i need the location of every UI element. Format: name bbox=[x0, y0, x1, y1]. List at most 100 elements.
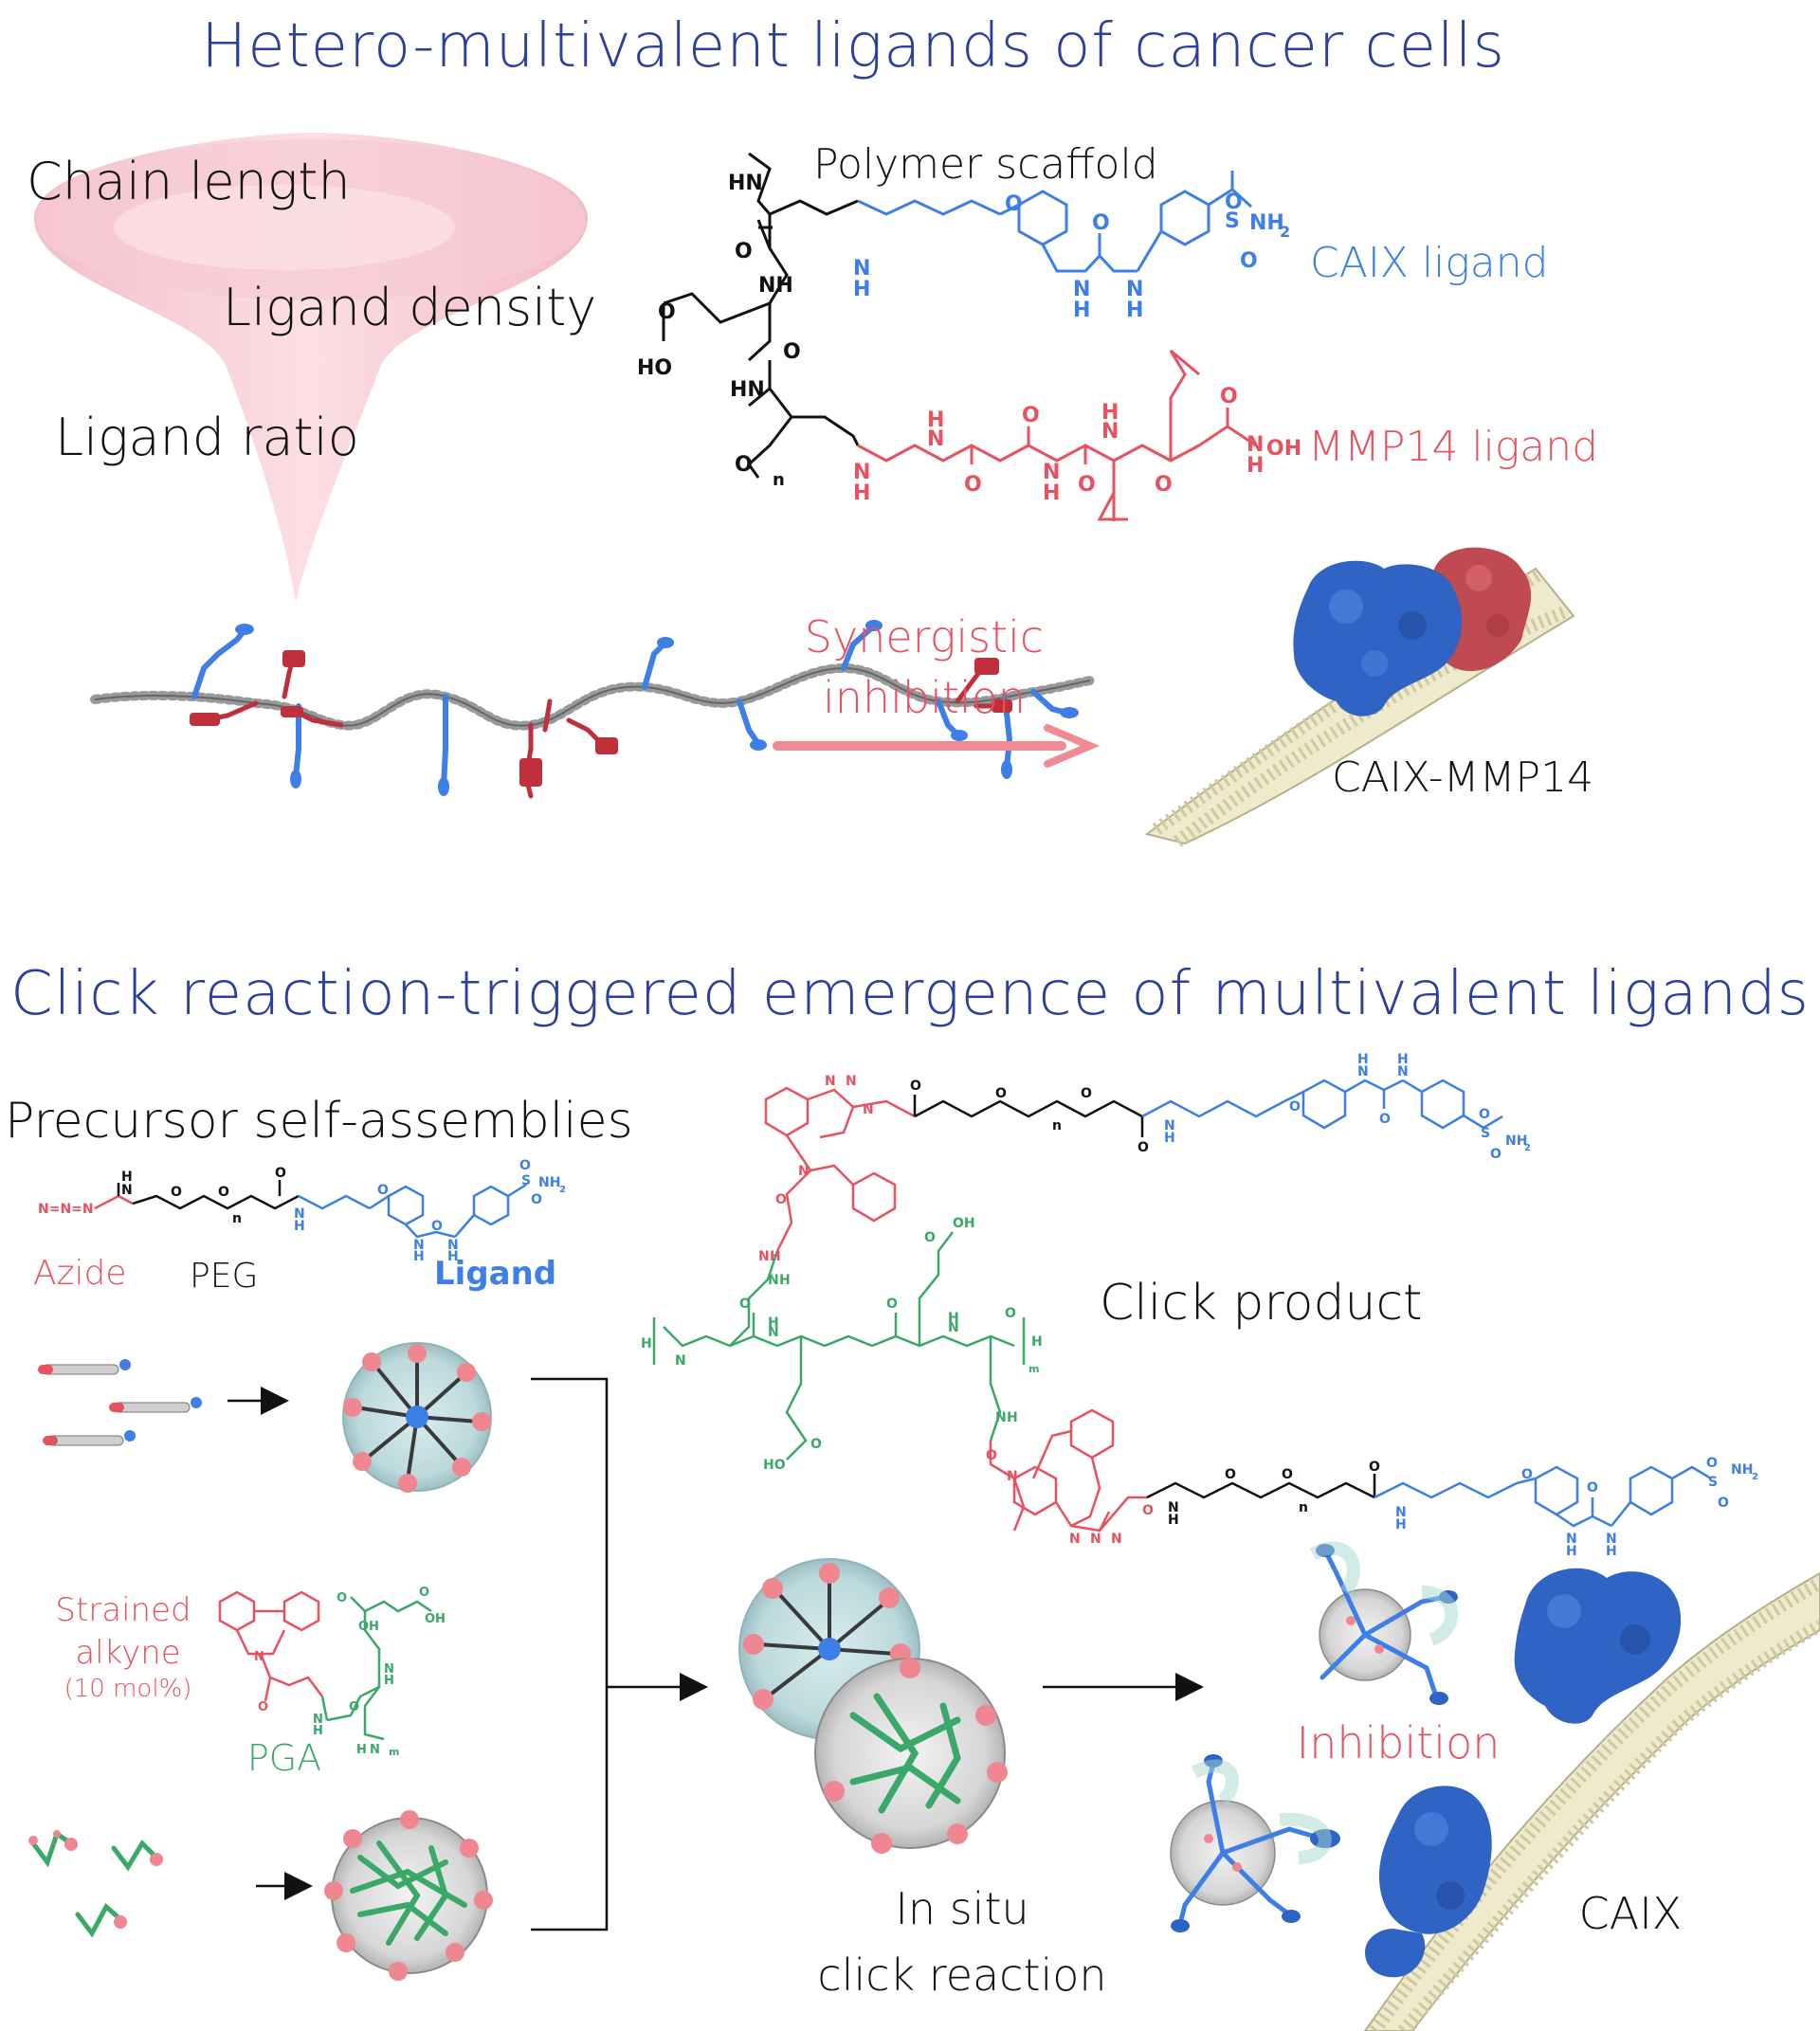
cp-atom-n4: N bbox=[798, 1164, 810, 1179]
synergy-arrow bbox=[773, 724, 1101, 768]
p1-atom-o2: O bbox=[218, 1185, 229, 1200]
cp-atom-o8: O bbox=[1479, 1107, 1490, 1122]
mmp-atom-oh: OH bbox=[1266, 437, 1301, 461]
mmp-atom-o5: O bbox=[1220, 385, 1238, 408]
cp-atom-h6: H bbox=[1164, 1131, 1175, 1146]
cp-atom-h-l: H bbox=[641, 1336, 652, 1351]
cp-atom-o6: O bbox=[1289, 1099, 1301, 1115]
cp-atom-o19: O bbox=[1369, 1460, 1380, 1475]
caix-atom-nh2-sub: 2 bbox=[1280, 223, 1290, 241]
mmp-atom-h4: H bbox=[1101, 401, 1119, 425]
p1-atom-nh2b-sub: 2 bbox=[559, 1185, 566, 1195]
cp-atom-n: n bbox=[1052, 1118, 1062, 1133]
cp-atom-h18: H bbox=[1606, 1544, 1617, 1559]
sa-atom-oh: OH bbox=[358, 1620, 379, 1634]
caix-atom-so2: O bbox=[1240, 249, 1258, 273]
cp-atom-n13: N bbox=[995, 1410, 1007, 1425]
sa-atom-n: N bbox=[254, 1650, 264, 1664]
mmp14-ligand-label: MMP14 ligand bbox=[1308, 423, 1598, 471]
atom-ho-1: HO bbox=[637, 356, 672, 380]
caix-atom-h: H bbox=[853, 278, 870, 301]
precursor-molecule bbox=[94, 1180, 527, 1239]
cp-atom-n2: N bbox=[846, 1074, 857, 1089]
p1-atom-n: n bbox=[232, 1211, 242, 1226]
cp-atom-nh2b: NH bbox=[1731, 1462, 1753, 1478]
caix-atom-nh-b: N bbox=[1126, 278, 1143, 301]
strained-alkyne-line-2: alkyne bbox=[75, 1634, 180, 1672]
caix-atom-s: S bbox=[1225, 209, 1240, 233]
polymer-chain-render bbox=[90, 620, 1095, 799]
cp-atom-o11: O bbox=[739, 1297, 751, 1312]
atom-o-1: O bbox=[735, 240, 753, 263]
p1-atom-h: H bbox=[121, 1170, 133, 1185]
cp-atom-h16: H bbox=[1395, 1517, 1407, 1532]
cp-atom-o7: O bbox=[1379, 1112, 1391, 1127]
bottom-title: Click reaction-triggered emergence of mu… bbox=[10, 959, 1810, 1029]
arrow-label-line-1: Synergistic bbox=[805, 611, 1044, 662]
cp-atom-nh2-sub: 2 bbox=[1524, 1143, 1531, 1153]
mmp-atom-h2: H bbox=[927, 408, 944, 432]
p1-atom-nh2: N bbox=[294, 1206, 305, 1222]
cp-atom-o12: O bbox=[886, 1297, 898, 1312]
cp-atom-h12: H bbox=[948, 1311, 959, 1326]
cp-atom-n16: N bbox=[1395, 1505, 1407, 1520]
p1-atom-h2: H bbox=[294, 1219, 305, 1234]
cp-atom-s2: S bbox=[1708, 1475, 1718, 1490]
in-situ-line-2: click reaction bbox=[817, 1949, 1106, 2001]
cp-atom-o4: O bbox=[1081, 1086, 1092, 1101]
mmp-atom-o1: O bbox=[964, 473, 982, 497]
mmp-atom-h5: H bbox=[1247, 454, 1264, 478]
caix-protein-bottom-1 bbox=[1514, 1568, 1682, 1724]
cp-atom-o2: O bbox=[910, 1079, 921, 1094]
strained-alkyne-structure bbox=[218, 1590, 432, 1741]
mmp-atom-h3: H bbox=[1043, 481, 1060, 505]
polymer-scaffold-label: Polymer scaffold bbox=[813, 140, 1158, 189]
caix-protein-bottom-2 bbox=[1365, 1786, 1492, 1978]
p1-atom-h3: H bbox=[413, 1249, 425, 1264]
caix-atom-so: O bbox=[1225, 190, 1243, 214]
sa-atom-m: m bbox=[389, 1746, 399, 1758]
cp-atom-o22: O bbox=[1706, 1456, 1718, 1471]
cp-atom-n19: N bbox=[1069, 1532, 1081, 1547]
cp-atom-o9: O bbox=[1490, 1147, 1502, 1162]
funnel-label-ligand-ratio: Ligand ratio bbox=[55, 408, 359, 467]
mmp-atom-h1: H bbox=[853, 481, 870, 505]
cp-atom-o15: O bbox=[986, 1448, 997, 1463]
inhibition-label: Inhibition bbox=[1297, 1717, 1501, 1768]
p1-atom-h4: H bbox=[447, 1249, 459, 1264]
cp-atom-h5: H bbox=[770, 1249, 781, 1264]
mmp-atom-o3: O bbox=[1078, 473, 1096, 497]
caix-label: CAIX bbox=[1579, 1888, 1683, 1939]
cp-atom-n14: N bbox=[1007, 1469, 1018, 1484]
atom-n-sub: n bbox=[773, 470, 785, 490]
cp-atom-n1: N bbox=[825, 1074, 836, 1089]
mmp-atom-n4: N bbox=[1101, 420, 1119, 444]
p1-atom-nh3: N bbox=[413, 1238, 425, 1253]
cp-atom-h-r: H bbox=[1031, 1334, 1043, 1350]
atom-o-3: O bbox=[783, 340, 801, 364]
funnel-label-chain-length: Chain length bbox=[27, 152, 351, 211]
multivalent-particle-bottom bbox=[1170, 1754, 1340, 1932]
cp-atom-n11: N bbox=[768, 1325, 779, 1340]
cp-atom-n8: N bbox=[1397, 1064, 1409, 1079]
sa-atom-o2: O bbox=[337, 1591, 347, 1605]
peg-label: PEG bbox=[190, 1257, 258, 1296]
p1-atom-oc2: O bbox=[431, 1219, 443, 1234]
arrow-label-line-2: inhibition bbox=[823, 672, 1026, 723]
cp-atom-n12: N bbox=[948, 1320, 959, 1335]
pga-label: PGA bbox=[247, 1737, 321, 1779]
membrane-bottom bbox=[1363, 1571, 1820, 2031]
click-product-structure bbox=[652, 1079, 1712, 1532]
top-title: Hetero-multivalent ligands of cancer cel… bbox=[201, 11, 1505, 82]
cp-atom-n10: N bbox=[675, 1353, 686, 1369]
sa-atom-o3: O bbox=[419, 1586, 429, 1600]
azide-label: Azide bbox=[33, 1254, 127, 1293]
cp-atom-o21: O bbox=[1587, 1480, 1598, 1496]
cp-atom-n17: N bbox=[1566, 1532, 1577, 1547]
caix-atom-h-a: H bbox=[1073, 299, 1090, 322]
cp-atom-n7: N bbox=[1357, 1064, 1369, 1079]
pga-chains bbox=[30, 1830, 159, 1938]
mmp-atom-n1: N bbox=[853, 461, 870, 484]
caix-atom-nh2: NH bbox=[1249, 211, 1284, 235]
